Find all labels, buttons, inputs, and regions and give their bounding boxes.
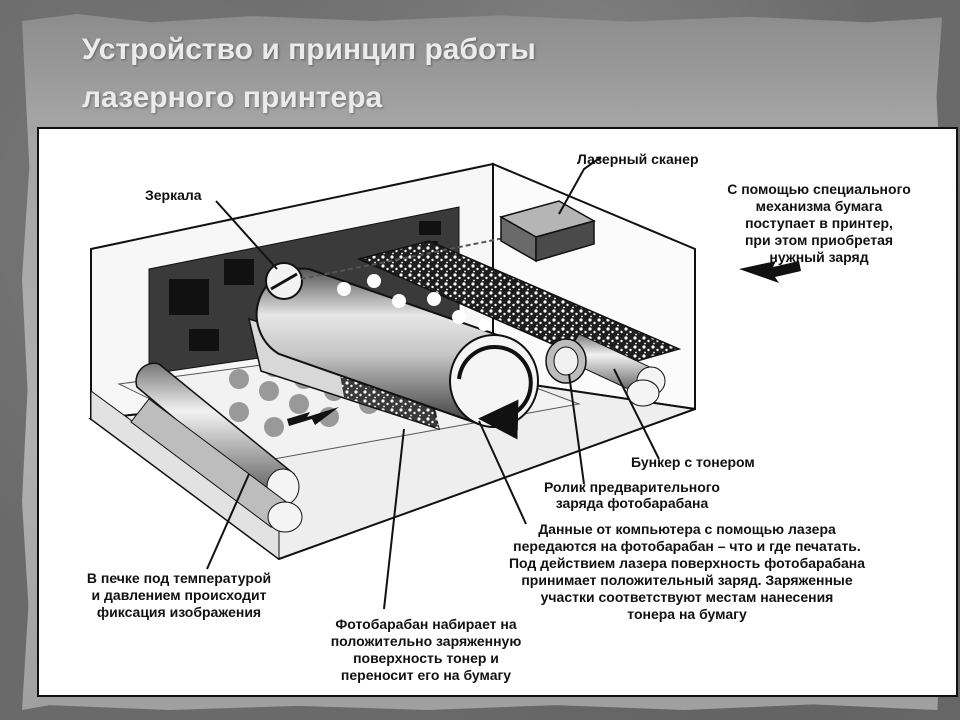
label-laser-data: Данные от компьютера с помощью лазера пе… xyxy=(508,521,866,622)
laser-scanner xyxy=(499,200,596,263)
label-photodrum: Фотобарабан набирает на положительно зар… xyxy=(330,616,522,683)
diagram-frame: Лазерный сканер Зеркала С помощью специа… xyxy=(37,127,958,697)
label-mirrors: Зеркала xyxy=(145,187,202,203)
label-charge-roller: Ролик предварительного заряда фотобараба… xyxy=(544,479,720,511)
feed-arrow-icon xyxy=(739,261,801,283)
mirror xyxy=(265,262,303,300)
fuser-rollers xyxy=(130,362,303,533)
printer-illustration xyxy=(88,156,801,610)
laser-beam xyxy=(300,236,510,280)
label-laser-scanner: Лазерный сканер xyxy=(577,151,699,167)
label-paper-feed: С помощью специального механизма бумага … xyxy=(727,181,911,265)
label-toner-hopper: Бункер с тонером xyxy=(631,454,755,470)
leader-lines xyxy=(206,156,660,610)
bottom-roller xyxy=(626,379,660,407)
slide-title: Устройство и принцип работы лазерного пр… xyxy=(82,33,536,114)
charge-roller xyxy=(545,338,587,384)
photodrum xyxy=(255,267,539,440)
label-fuser: В печке под температурой и давлением про… xyxy=(86,570,272,620)
